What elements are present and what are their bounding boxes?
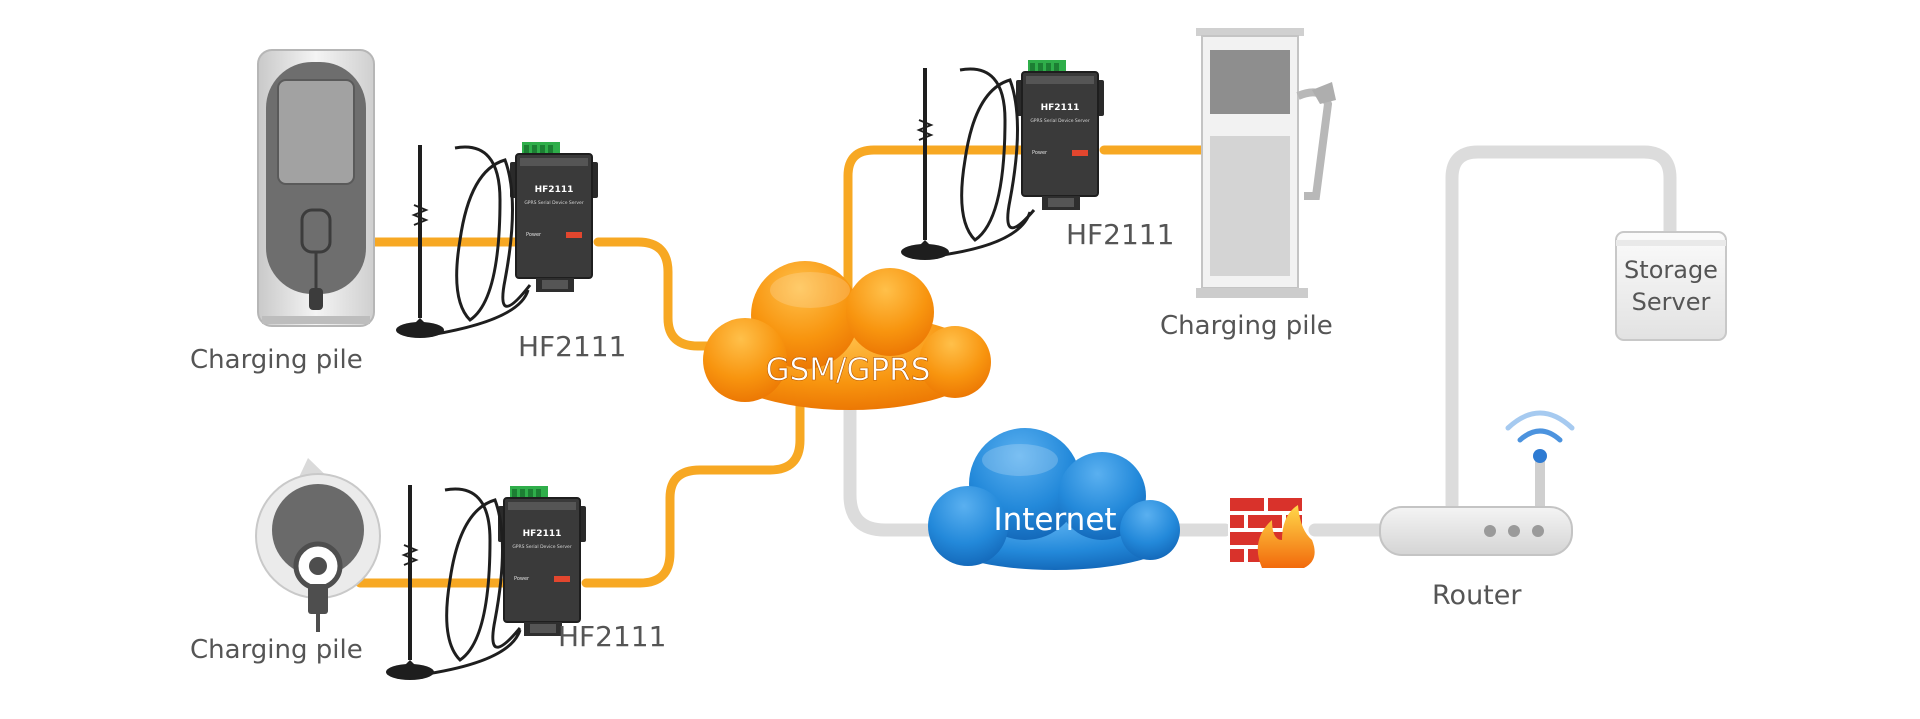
internet-label: Internet — [993, 502, 1116, 538]
hf2111-label-top-left: HF2111 — [518, 330, 626, 363]
labels: Charging pile Charging pile Charging pil… — [190, 218, 1522, 665]
storage-server-icon: Storage Server — [1615, 231, 1727, 341]
charging-pile-round — [255, 458, 381, 632]
device-subtitle-label: GPRS Serial Device Server — [1030, 118, 1090, 124]
wifi-icon — [1533, 449, 1547, 463]
device-model-label: HF2111 — [1041, 103, 1080, 113]
hf2111-device-top-center: HF2111 GPRS Serial Device Server Power — [1016, 60, 1104, 210]
charging-pile-label-bottom-left: Charging pile — [190, 635, 363, 665]
lan-router-to-server — [1445, 145, 1677, 512]
storage-server-label-line1: Storage — [1624, 256, 1718, 284]
device-power-label: Power — [526, 232, 542, 238]
router-icon — [1379, 410, 1575, 556]
device-subtitle-label: GPRS Serial Device Server — [512, 544, 572, 550]
device-power-label: Power — [514, 576, 530, 582]
antenna-top-center — [901, 67, 1036, 260]
hf2111-label-bottom-left: HF2111 — [558, 620, 666, 653]
wire-topleft-device-to-gsm — [593, 237, 765, 351]
gsm-gprs-label: GSM/GPRS — [766, 352, 931, 388]
charging-pile-wallbox — [257, 49, 375, 327]
device-model-label: HF2111 — [523, 529, 562, 539]
internet-cloud: Internet — [928, 428, 1180, 570]
charging-pile-label-top-right: Charging pile — [1160, 311, 1333, 341]
storage-server-label-line2: Server — [1632, 288, 1711, 316]
device-model-label: HF2111 — [535, 185, 574, 195]
device-subtitle-label: GPRS Serial Device Server — [524, 200, 584, 206]
wire-bottomleft-device-to-gsm — [581, 395, 805, 588]
lan-gsm-to-internet — [843, 403, 942, 537]
hf2111-device-bottom-left: HF2111 GPRS Serial Device Server Power — [498, 486, 586, 636]
antenna-bottom-left — [386, 485, 522, 680]
firewall-icon — [1228, 496, 1315, 568]
orange-wires — [355, 145, 1215, 588]
wire-gsm-to-topcenter-device — [843, 145, 1027, 301]
router-label: Router — [1432, 580, 1522, 611]
hf2111-device-top-left: HF2111 GPRS Serial Device Server Power — [510, 142, 598, 292]
device-power-label: Power — [1032, 150, 1048, 156]
charging-pile-label-top-left: Charging pile — [190, 345, 363, 375]
hf2111-label-top-center: HF2111 — [1066, 218, 1174, 251]
antenna-top-left — [396, 145, 532, 338]
charging-pile-dispenser — [1196, 28, 1336, 298]
gsm-gprs-cloud: GSM/GPRS — [703, 261, 991, 410]
